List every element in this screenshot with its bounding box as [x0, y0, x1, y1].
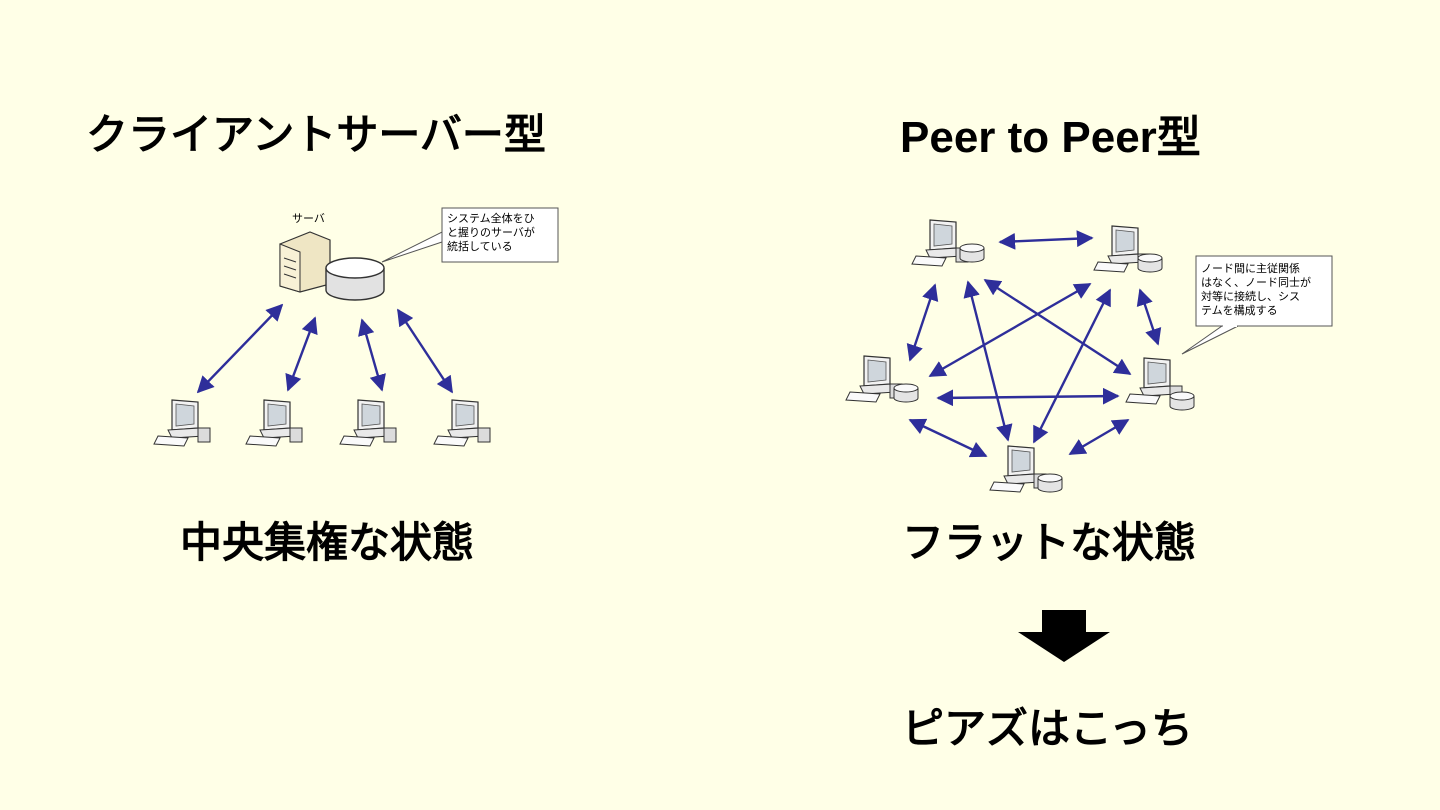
link-top-left-bottom	[968, 282, 1008, 440]
link-server-client-2	[288, 318, 315, 390]
peer-node-icon	[912, 220, 984, 266]
link-left-right	[938, 396, 1118, 398]
peer-node-icon	[1126, 358, 1194, 410]
right-callout-line: ノード間に主従関係	[1201, 262, 1311, 276]
server-label: サーバ	[292, 212, 325, 226]
right-callout-line: はなく、ノード同士が	[1201, 276, 1311, 290]
link-top-right-right	[1140, 290, 1158, 344]
peer-node-icon	[990, 446, 1062, 492]
right-callout-line: 対等に接続し、シス	[1201, 290, 1311, 304]
database-cylinder-icon	[326, 258, 384, 300]
link-top-left-left	[910, 285, 935, 360]
link-server-client-3	[362, 320, 382, 390]
link-right-bottom	[1070, 420, 1128, 454]
left-callout-text: システム全体をひ と握りのサーバが 統括している	[447, 212, 535, 254]
link-top-right-left	[930, 284, 1090, 376]
peer-node-icon	[846, 356, 918, 402]
right-callout-line: テムを構成する	[1201, 304, 1311, 318]
client-server-links	[198, 305, 452, 392]
client-computer-icon	[154, 400, 210, 446]
left-callout-line: 統括している	[447, 240, 535, 254]
left-callout-line: と握りのサーバが	[447, 226, 535, 240]
right-callout-text: ノード間に主従関係 はなく、ノード同士が 対等に接続し、シス テムを構成する	[1201, 262, 1311, 318]
link-left-bottom	[910, 420, 986, 456]
client-server-caption: 中央集権な状態	[180, 522, 474, 564]
left-callout-line: システム全体をひ	[447, 212, 535, 226]
link-server-client-4	[398, 310, 452, 392]
peer-node-icon	[1094, 226, 1162, 272]
p2p-footer: ピアズはこっち	[902, 708, 1193, 750]
down-arrow-icon	[1018, 610, 1110, 662]
server-tower-icon	[280, 232, 330, 292]
client-computer-icon	[340, 400, 396, 446]
link-top-left-top-right	[1000, 238, 1092, 242]
client-computer-icon	[434, 400, 490, 446]
link-top-right-bottom	[1034, 290, 1110, 442]
client-computer-icon	[246, 400, 302, 446]
p2p-caption: フラットな状態	[902, 522, 1196, 564]
link-server-client-1	[198, 305, 282, 392]
